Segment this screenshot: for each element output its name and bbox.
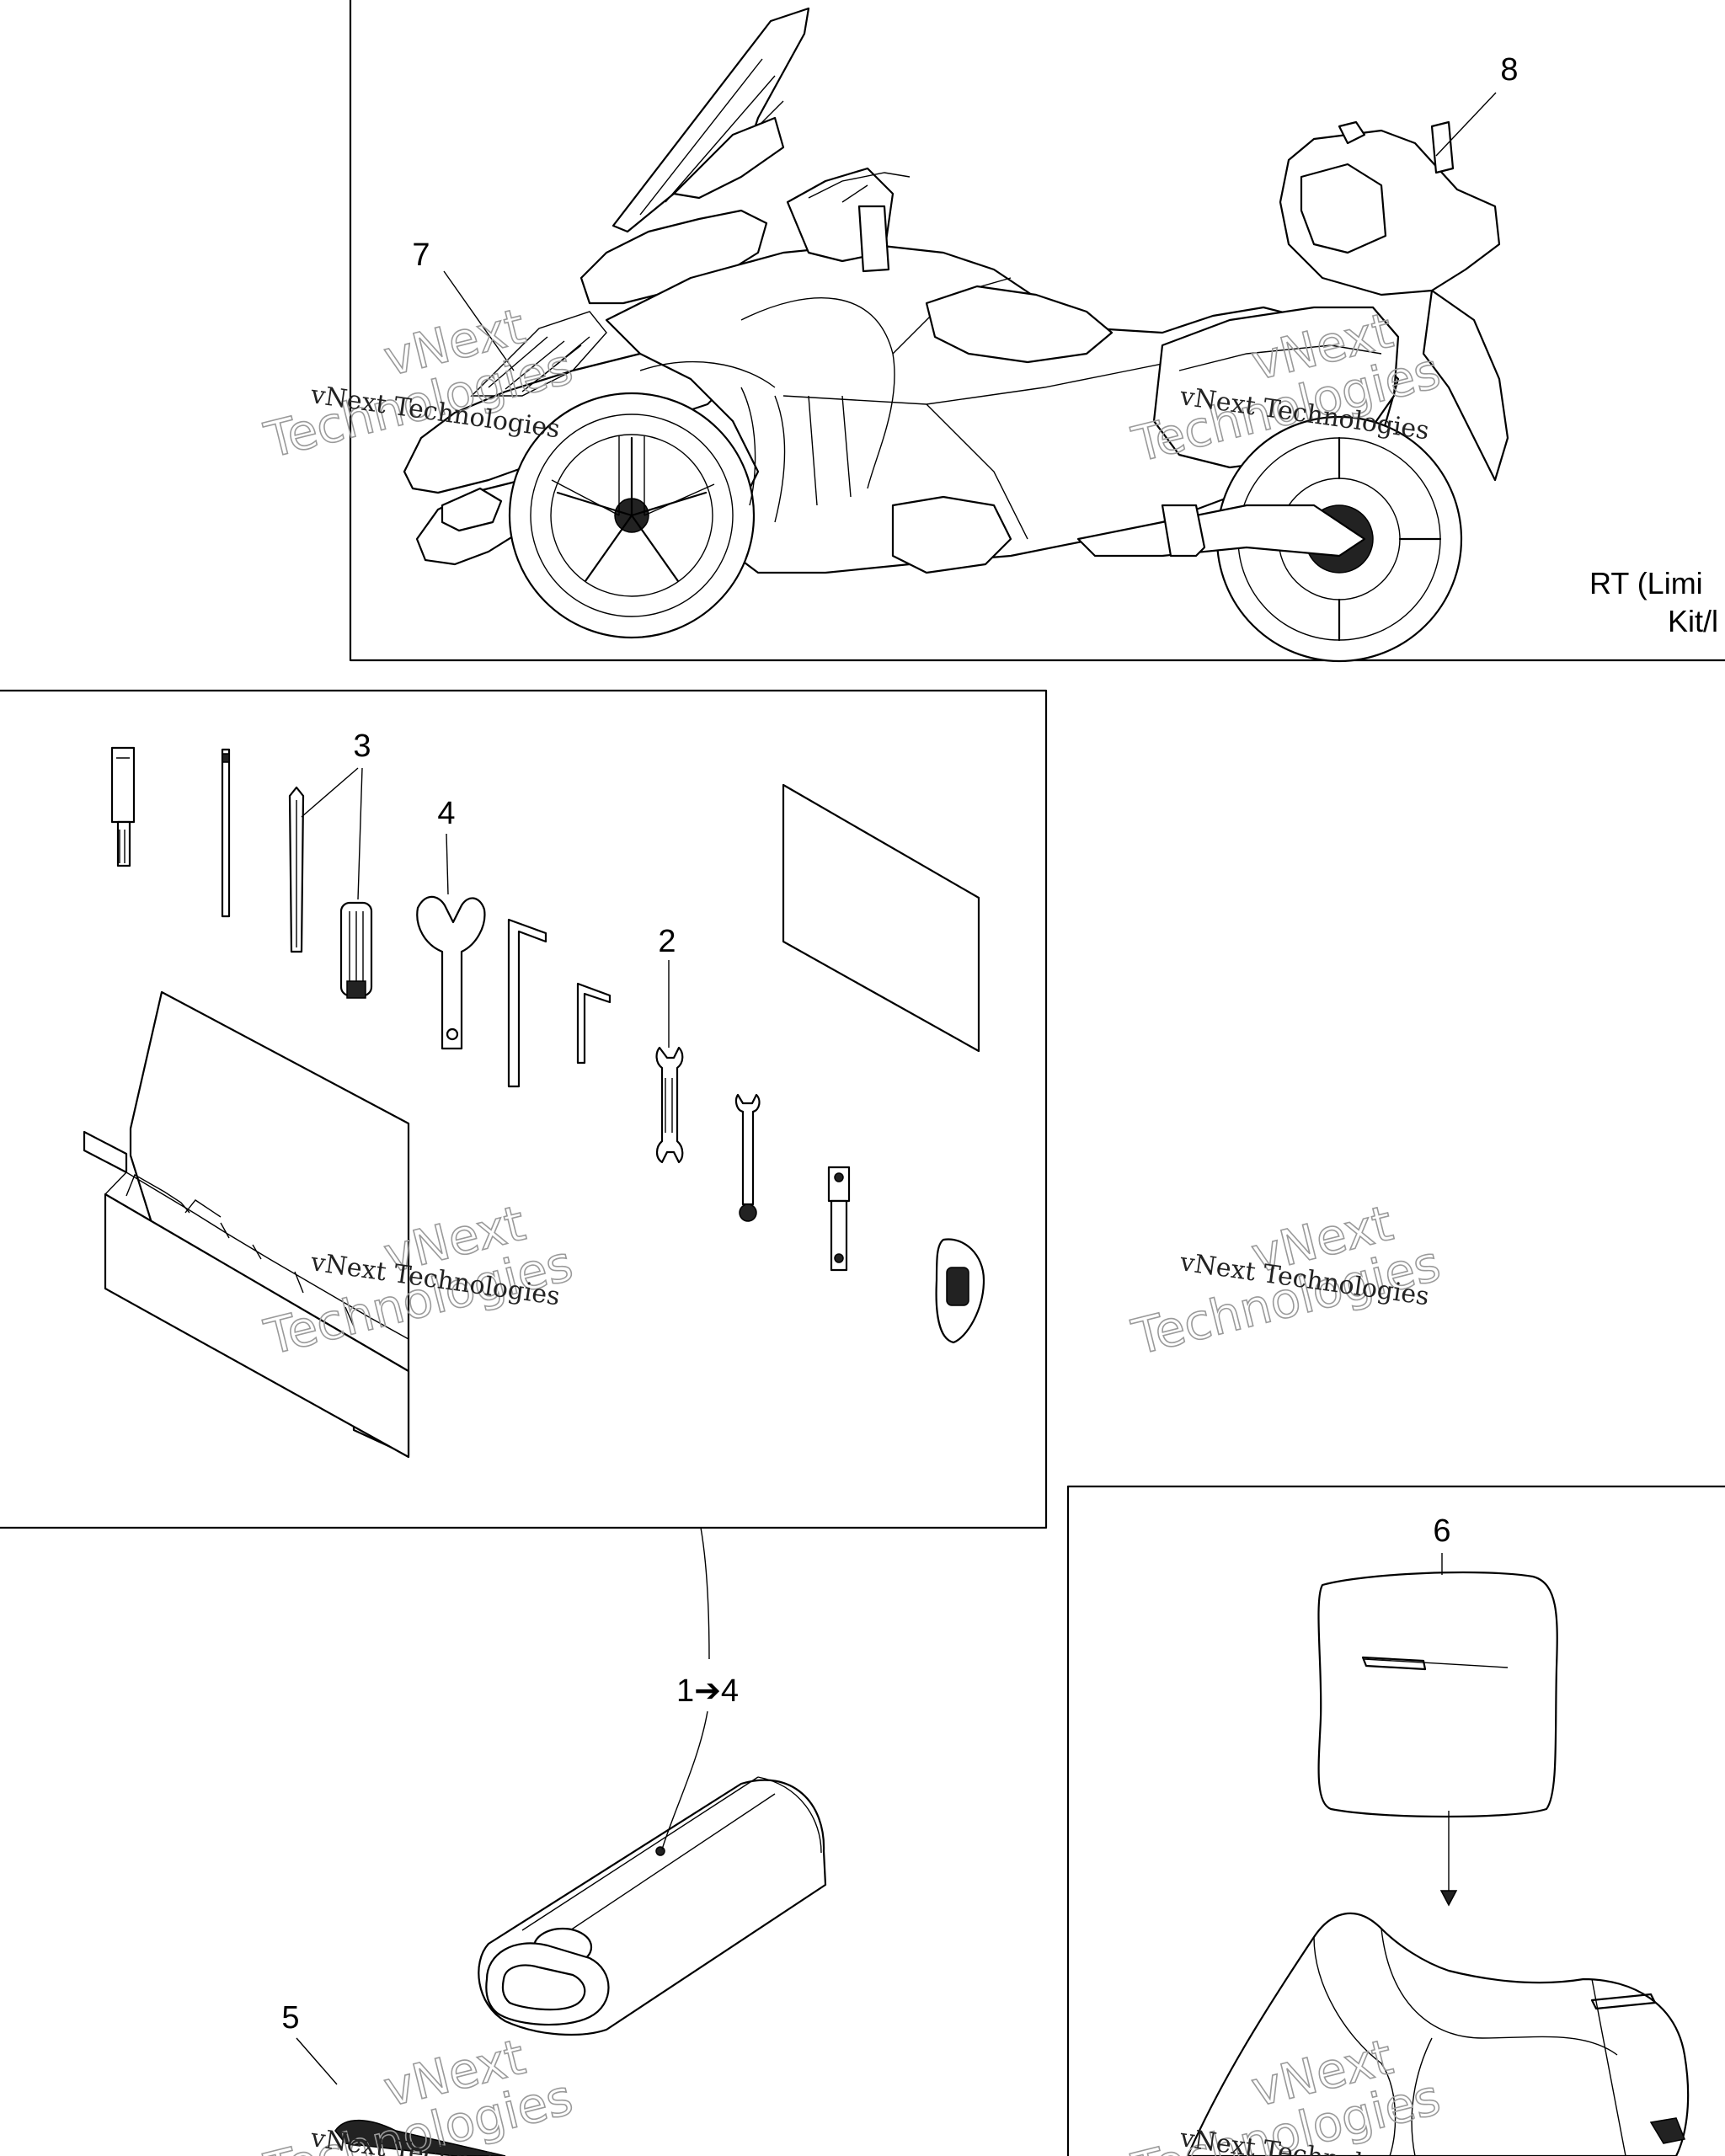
open-end-wrench — [655, 1046, 684, 1164]
fuse-puller — [935, 1238, 985, 1344]
vehicle-illustration — [403, 7, 1509, 663]
leader-8 — [1435, 92, 1497, 157]
callout-7: 7 — [412, 237, 430, 273]
front-wheel — [508, 392, 756, 639]
leader-tool-panel — [700, 1527, 710, 1660]
tool-roll-pouch — [83, 990, 410, 1459]
leader-7 — [443, 270, 515, 371]
cover-panel-border — [1066, 1485, 1725, 2156]
vehicle-cover — [1186, 1912, 1690, 2156]
screwdriver-bit — [221, 748, 231, 918]
hex-key-large — [507, 918, 547, 1088]
watermark-5: vNext Technologies — [259, 2027, 579, 2156]
pin-spanner-wrench — [416, 895, 486, 1050]
leader-3 — [301, 767, 363, 900]
socket-driver — [110, 746, 136, 867]
leader-4 — [446, 833, 449, 895]
phillips-bit — [288, 786, 305, 953]
tool-kit-card — [782, 783, 980, 1053]
callout-2: 2 — [658, 924, 676, 959]
callout-4: 4 — [437, 796, 455, 831]
spark-plug-socket — [827, 1166, 851, 1272]
screwdriver-handle — [339, 901, 373, 999]
storage-pouch — [478, 1776, 827, 2036]
leader-1-4 — [661, 1710, 708, 1850]
callout-3: 3 — [353, 728, 371, 764]
callout-5: 5 — [281, 2000, 299, 2036]
vehicle-panel-border — [349, 0, 1725, 662]
callout-8: 8 — [1500, 52, 1518, 88]
callout-6: 6 — [1433, 1513, 1450, 1549]
toolkit-panel-border — [0, 689, 1048, 1529]
hex-key-small — [576, 982, 611, 1065]
combination-wrench — [734, 1093, 761, 1222]
panel-caption-line-1: RT (Limi — [1589, 566, 1703, 600]
panel-caption-line-2: Kit/l — [1668, 604, 1718, 638]
tool-kit-illustration — [83, 746, 985, 1459]
cover-storage-bag — [1317, 1571, 1558, 1818]
callout-1-4: 1➔4 — [676, 1673, 739, 1709]
leader-5 — [296, 2037, 338, 2085]
item-5-strap — [334, 2119, 506, 2156]
arrow-head-cover — [1439, 1890, 1458, 1907]
